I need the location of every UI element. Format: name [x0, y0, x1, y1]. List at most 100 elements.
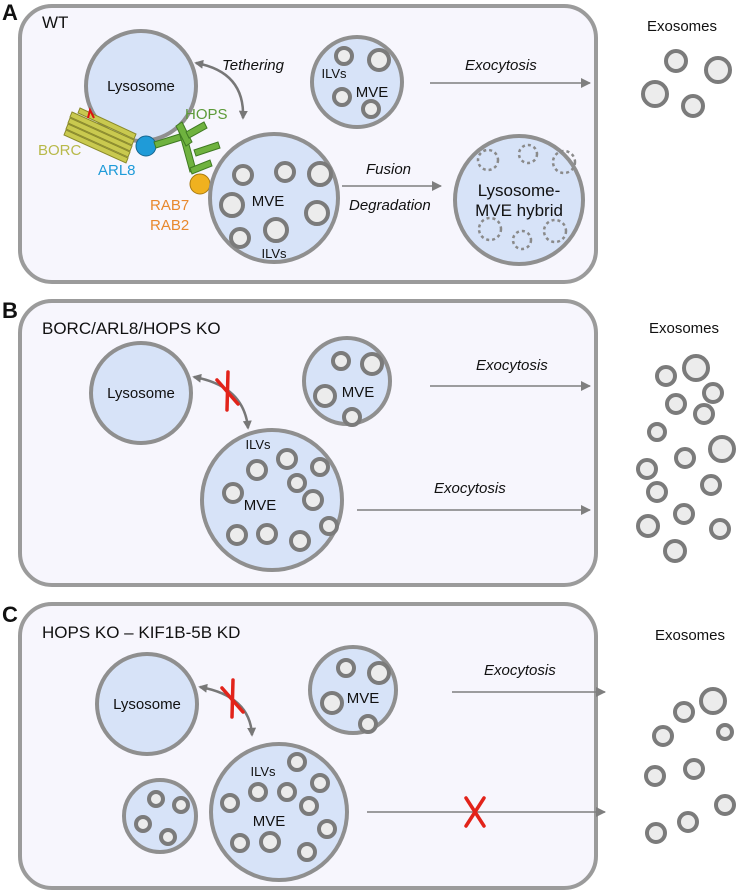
- ilvs: [313, 351, 384, 427]
- blocked-tethering-arrow: [192, 373, 252, 430]
- fusion-label: Fusion: [366, 161, 411, 178]
- rab2-label: RAB2: [150, 217, 189, 234]
- arl8-protein: [135, 135, 157, 157]
- ilvs: [222, 448, 339, 552]
- lysosome: [95, 652, 199, 756]
- exosomes: [636, 354, 736, 563]
- condition-label: WT: [42, 13, 68, 32]
- mve-small: [310, 35, 404, 129]
- exosome: [664, 49, 688, 73]
- exosome: [682, 354, 710, 382]
- exosomes-label: Exosomes: [647, 18, 717, 35]
- mve-label: MVE: [253, 813, 286, 830]
- ilv: [222, 482, 244, 504]
- ilv: [320, 691, 344, 715]
- lysosome-label: Lysosome: [107, 385, 175, 402]
- ilvs: [134, 790, 190, 846]
- exosome: [700, 474, 722, 496]
- lysosome-label: Lysosome: [113, 696, 181, 713]
- exosome: [708, 435, 736, 463]
- exosome: [677, 811, 699, 833]
- ilv: [263, 217, 289, 243]
- panel-letter: C: [2, 602, 18, 627]
- blocked-tethering-arrow: [198, 683, 257, 737]
- hybrid-label-line1: Lysosome-: [478, 181, 561, 200]
- ilvs-label: ILVs: [321, 66, 347, 81]
- exosome: [645, 822, 667, 844]
- exosome: [683, 758, 705, 780]
- exosome: [652, 725, 674, 747]
- lysosome: [89, 341, 193, 445]
- ilv: [310, 773, 330, 793]
- degraded-ilv: [551, 149, 577, 175]
- mve-label: MVE: [342, 384, 375, 401]
- ilvs: [320, 658, 391, 734]
- ilvs: [219, 161, 333, 249]
- degraded-ilv: [517, 143, 539, 165]
- ilv: [331, 351, 351, 371]
- lysosome-label: Lysosome: [107, 78, 175, 95]
- ilv: [334, 46, 354, 66]
- ilvs-label: ILVs: [245, 437, 271, 452]
- panel-letter: A: [2, 0, 18, 25]
- degraded-ilv: [542, 218, 568, 244]
- ilv: [248, 782, 268, 802]
- rab-protein: [189, 173, 211, 195]
- condition-label: BORC/ARL8/HOPS KO: [42, 319, 221, 338]
- ilv: [232, 164, 254, 186]
- exosome: [681, 94, 705, 118]
- rab7-label: RAB7: [150, 197, 189, 214]
- ilv: [287, 473, 307, 493]
- ilv: [313, 384, 337, 408]
- ilv: [307, 161, 333, 187]
- exosome: [693, 403, 715, 425]
- ilv: [147, 790, 165, 808]
- ilv: [317, 819, 337, 839]
- ilv: [302, 489, 324, 511]
- exosome: [655, 365, 677, 387]
- ilv: [259, 831, 281, 853]
- exosomes-label: Exosomes: [649, 320, 719, 337]
- ilv: [367, 48, 391, 72]
- degraded-ilv: [477, 216, 503, 242]
- ilv: [336, 658, 356, 678]
- exosome: [644, 765, 666, 787]
- exosome: [647, 422, 667, 442]
- exosomes-label: Exosomes: [655, 627, 725, 644]
- ilv: [229, 227, 251, 249]
- ilv: [220, 793, 240, 813]
- exosome: [673, 503, 695, 525]
- block-x: [464, 796, 486, 828]
- ilv: [310, 457, 330, 477]
- ilv: [256, 523, 278, 545]
- ilv: [367, 661, 391, 685]
- ilv: [304, 200, 330, 226]
- exosome: [714, 794, 736, 816]
- ilv: [319, 516, 339, 536]
- exosome: [673, 701, 695, 723]
- exosome: [641, 80, 669, 108]
- panel-letter: B: [2, 298, 18, 323]
- ilv: [299, 796, 319, 816]
- exosomes: [641, 49, 732, 118]
- tethering-label: Tethering: [222, 57, 285, 74]
- ilv: [297, 842, 317, 862]
- ilv: [134, 815, 152, 833]
- exosome: [674, 447, 696, 469]
- exosome: [709, 518, 731, 540]
- degraded-ilv: [511, 229, 533, 251]
- ilv: [332, 87, 352, 107]
- lysosome-mve-hybrid: [453, 134, 585, 266]
- exosome: [636, 514, 660, 538]
- exosome: [636, 458, 658, 480]
- ilv: [274, 161, 296, 183]
- degraded-ilvs: [476, 143, 577, 251]
- ilv: [172, 796, 190, 814]
- panel-c: C HOPS KO – KIF1B-5B KD Lysosome MVE Exo…: [2, 602, 736, 890]
- ilv: [226, 524, 248, 546]
- hybrid-label-line2: MVE hybrid: [475, 201, 563, 220]
- mve-tiny: [122, 778, 198, 854]
- mve-label: MVE: [347, 690, 380, 707]
- ilv: [289, 530, 311, 552]
